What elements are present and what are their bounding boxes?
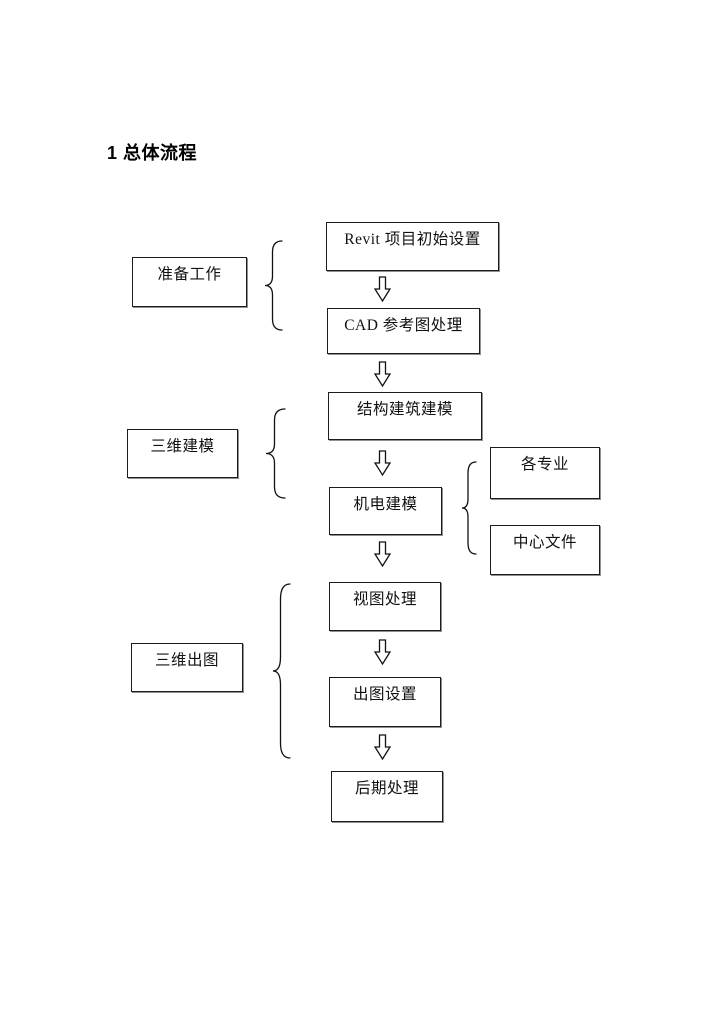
flow-box-view-processing: 视图处理 <box>329 582 441 631</box>
brace-preparation-icon <box>264 240 283 331</box>
down-arrow-icon <box>374 276 391 302</box>
brace-3d-output-icon <box>272 583 291 759</box>
input-box-central-file: 中心文件 <box>490 525 600 575</box>
brace-3d-modeling-icon <box>265 408 286 499</box>
flow-box-post-processing: 后期处理 <box>331 771 443 822</box>
flow-box-revit-initial-setup: Revit 项目初始设置 <box>326 222 499 271</box>
flow-box-sheet-setup: 出图设置 <box>329 677 441 727</box>
down-arrow-icon <box>374 361 391 387</box>
down-arrow-icon <box>374 639 391 665</box>
brace-mep-inputs-icon <box>461 461 477 555</box>
down-arrow-icon <box>374 541 391 567</box>
input-box-disciplines: 各专业 <box>490 447 600 499</box>
group-box-3d-output: 三维出图 <box>131 643 243 692</box>
group-box-preparation: 准备工作 <box>132 257 247 307</box>
group-box-3d-modeling: 三维建模 <box>127 429 238 478</box>
section-heading: 1 总体流程 <box>107 143 198 163</box>
flow-box-cad-reference-processing: CAD 参考图处理 <box>327 308 480 354</box>
down-arrow-icon <box>374 450 391 476</box>
flow-box-structure-architecture-modeling: 结构建筑建模 <box>328 392 482 440</box>
flow-box-mep-modeling: 机电建模 <box>329 487 442 535</box>
down-arrow-icon <box>374 734 391 760</box>
